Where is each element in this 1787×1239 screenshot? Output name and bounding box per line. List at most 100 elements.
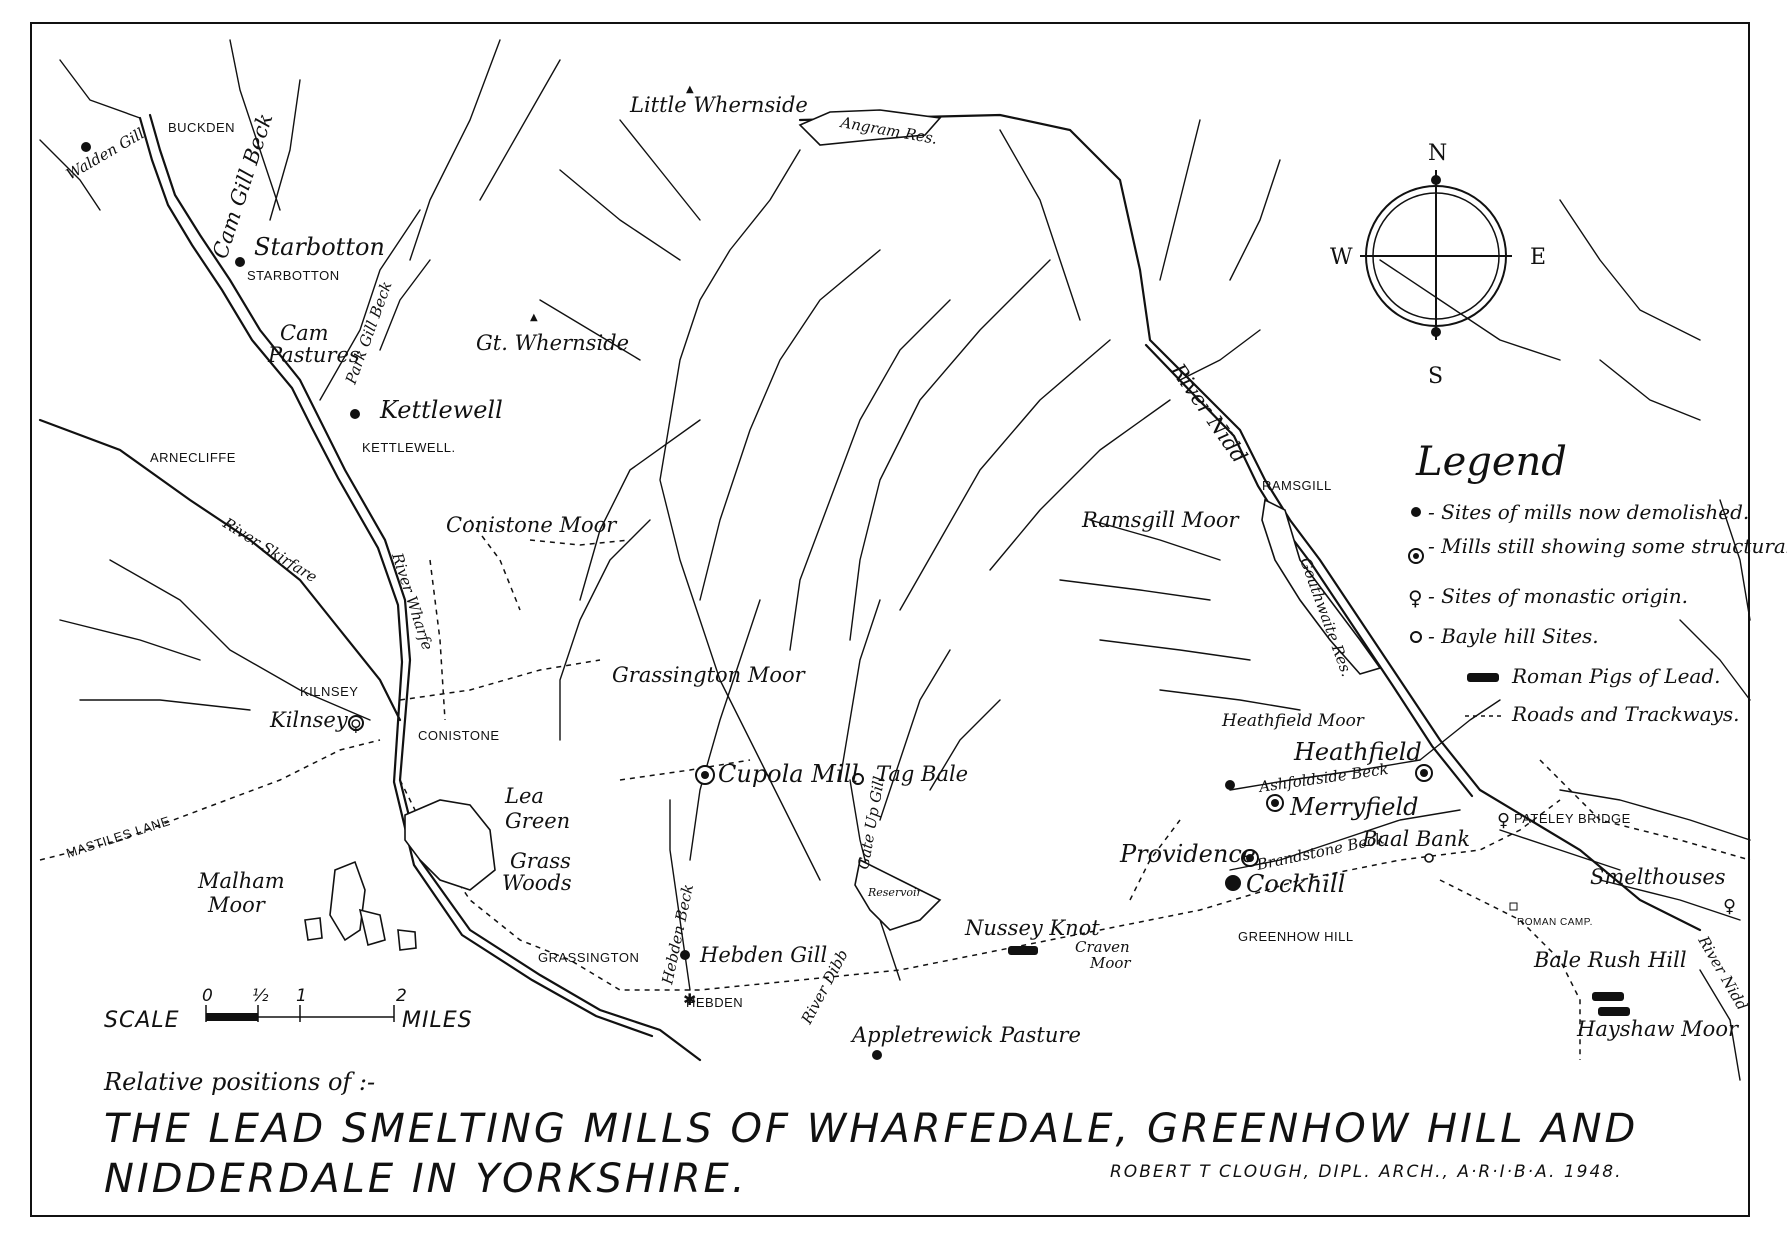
label-malham-moor-1: Malham <box>197 869 285 893</box>
monastic-cross: ♀ <box>1723 896 1736 917</box>
grass-woods <box>404 799 496 891</box>
label-appletrewick-pasture: Appletrewick Pasture <box>850 1023 1081 1047</box>
compass-east: E <box>1530 245 1546 270</box>
angram-reservoir <box>798 109 942 146</box>
compass-rose: N S E W <box>1330 141 1546 389</box>
scale-tick-1: 1 <box>296 986 307 1006</box>
label-grass-woods-2: Woods <box>502 871 572 895</box>
title-block: Relative positions of :- THE LEAD SMELTI… <box>103 1068 1638 1202</box>
label-cam-pastures-2: Pastures <box>267 343 360 367</box>
label-mastiles-lane: MASTILES LANE <box>64 813 172 861</box>
label-gate-up-gill: Gate Up Gill <box>854 775 888 871</box>
label-craven-moor-1: Craven <box>1075 938 1130 956</box>
label-nussey-knot: Nussey Knot <box>964 916 1100 940</box>
label-river-skirfare: River Skirfare <box>219 514 320 587</box>
map-title-line1: THE LEAD SMELTING MILLS OF WHARFEDALE, G… <box>104 1106 1638 1152</box>
map-subtitle: Relative positions of :- <box>103 1068 375 1096</box>
label-bale-rush-hill: Bale Rush Hill <box>1533 948 1687 972</box>
reservoirs <box>304 109 1382 951</box>
label-greenhow-hill: GREENHOW HILL <box>1238 929 1354 944</box>
compass-north: N <box>1428 141 1447 166</box>
label-heathfield: Heathfield <box>1293 738 1422 766</box>
label-craven-moor-2: Moor <box>1089 954 1131 972</box>
label-malham-moor-2: Moor <box>207 893 267 917</box>
label-hebden-gill: Hebden Gill <box>699 943 827 967</box>
compass-west: W <box>1330 245 1353 270</box>
label-reservoir: Reservoir <box>867 886 923 899</box>
label-cockhill: Cockhill <box>1246 870 1345 898</box>
legend-item-bayle: - Bayle hill Sites. <box>1428 624 1599 648</box>
legend-cross-symbol: ♀ <box>1408 586 1423 610</box>
site-dot <box>350 409 360 419</box>
roman-pig <box>1592 992 1624 1001</box>
site-ringed-dot <box>348 715 364 731</box>
map-author: ROBERT T CLOUGH, DIPL. ARCH., A·R·I·B·A.… <box>1110 1162 1622 1182</box>
label-river-wharfe: River Wharfe <box>388 550 437 653</box>
label-pateley-bridge: PATELEY BRIDGE <box>1514 811 1631 826</box>
label-lea-green-2: Green <box>505 809 570 833</box>
summit-marker: ▲ <box>686 84 694 95</box>
legend: Legend - Sites of mills now demolished. … <box>1408 439 1787 726</box>
roman-pig <box>1598 1007 1630 1016</box>
scale-bar: SCALE 0 ½ 1 2 MILES <box>104 986 472 1033</box>
summit-marker: ▲ <box>530 312 538 323</box>
site-dot <box>81 142 91 152</box>
label-buckden: BUCKDEN <box>168 120 235 135</box>
label-conistone-moor: Conistone Moor <box>446 513 618 537</box>
label-merryfield: Merryfield <box>1289 793 1419 821</box>
label-smelthouses: Smelthouses <box>1590 865 1726 889</box>
label-little-whernside: Little Whernside <box>629 93 808 117</box>
legend-item-structural: - Mills still showing some structural de… <box>1428 534 1787 558</box>
label-starbotton-caps: STARBOTTON <box>247 268 340 283</box>
label-ramsgill-moor: Ramsgill Moor <box>1081 508 1241 532</box>
label-starbotton: Starbotton <box>254 233 385 261</box>
site-dot <box>680 950 690 960</box>
label-kilnsey-caps: KILNSEY <box>300 684 358 699</box>
scale-tick-half: ½ <box>252 986 269 1006</box>
label-river-nidd: River Nidd <box>1165 358 1251 467</box>
river-skirfare <box>38 418 402 722</box>
gouthwaite-reservoir <box>1261 498 1382 675</box>
site-dot <box>1225 875 1241 891</box>
label-lea-green-1: Lea <box>504 784 544 808</box>
roman-camp-marker <box>1509 902 1518 911</box>
label-kettlewell-caps: KETTLEWELL. <box>362 440 456 455</box>
label-cam-pastures-1: Cam <box>280 321 329 345</box>
streams <box>39 39 1751 1081</box>
mill-sites: ♀ ♀ ♀ ✱ ▲ ▲ <box>81 84 1736 1060</box>
label-kettlewell: Kettlewell <box>379 396 503 424</box>
roads <box>39 519 1751 1060</box>
label-hebden-beck: Hebden Beck <box>658 882 697 986</box>
label-heathfield-moor: Heathfield Moor <box>1221 711 1365 731</box>
scale-label: SCALE <box>104 1008 180 1033</box>
label-gt-whernside: Gt. Whernside <box>476 331 629 355</box>
legend-item-roman-pigs: Roman Pigs of Lead. <box>1511 664 1721 688</box>
legend-title: Legend <box>1415 439 1567 485</box>
legend-item-roads: Roads and Trackways. <box>1511 702 1740 726</box>
legend-item-demolished: - Sites of mills now demolished. <box>1428 500 1749 524</box>
label-park-gill-beck: Park Gill Beck <box>342 279 396 388</box>
label-roman-camp: ROMAN CAMP. <box>1517 917 1593 928</box>
monastic-cross: ✱ <box>683 990 696 1009</box>
grimwith-reservoir <box>854 858 942 931</box>
label-providence: Providence <box>1119 840 1256 868</box>
label-grass-woods-1: Grass <box>510 849 571 873</box>
scale-tick-2: 2 <box>396 986 407 1006</box>
monastic-cross: ♀ <box>1497 810 1510 831</box>
site-dot <box>235 257 245 267</box>
site-dot <box>1225 780 1235 790</box>
compass-south: S <box>1428 364 1443 389</box>
map-frame <box>30 22 1750 1217</box>
map-title-line2: NIDDERDALE IN YORKSHIRE. <box>104 1156 748 1202</box>
site-ring <box>1424 853 1434 863</box>
label-kilnsey: Kilnsey <box>269 708 349 732</box>
label-arncliffe: ARNECLIFFE <box>150 450 236 465</box>
river-wharfe <box>138 113 702 1062</box>
label-baal-bank: Baal Bank <box>1361 827 1470 851</box>
label-cupola-mill: Cupola Mill <box>718 760 859 788</box>
label-grassington: GRASSINGTON <box>538 950 639 965</box>
river-nidd <box>798 113 1702 932</box>
label-ramsgill: RAMSGILL <box>1262 478 1332 493</box>
label-river-nidd-east: River Nidd <box>1694 932 1751 1013</box>
